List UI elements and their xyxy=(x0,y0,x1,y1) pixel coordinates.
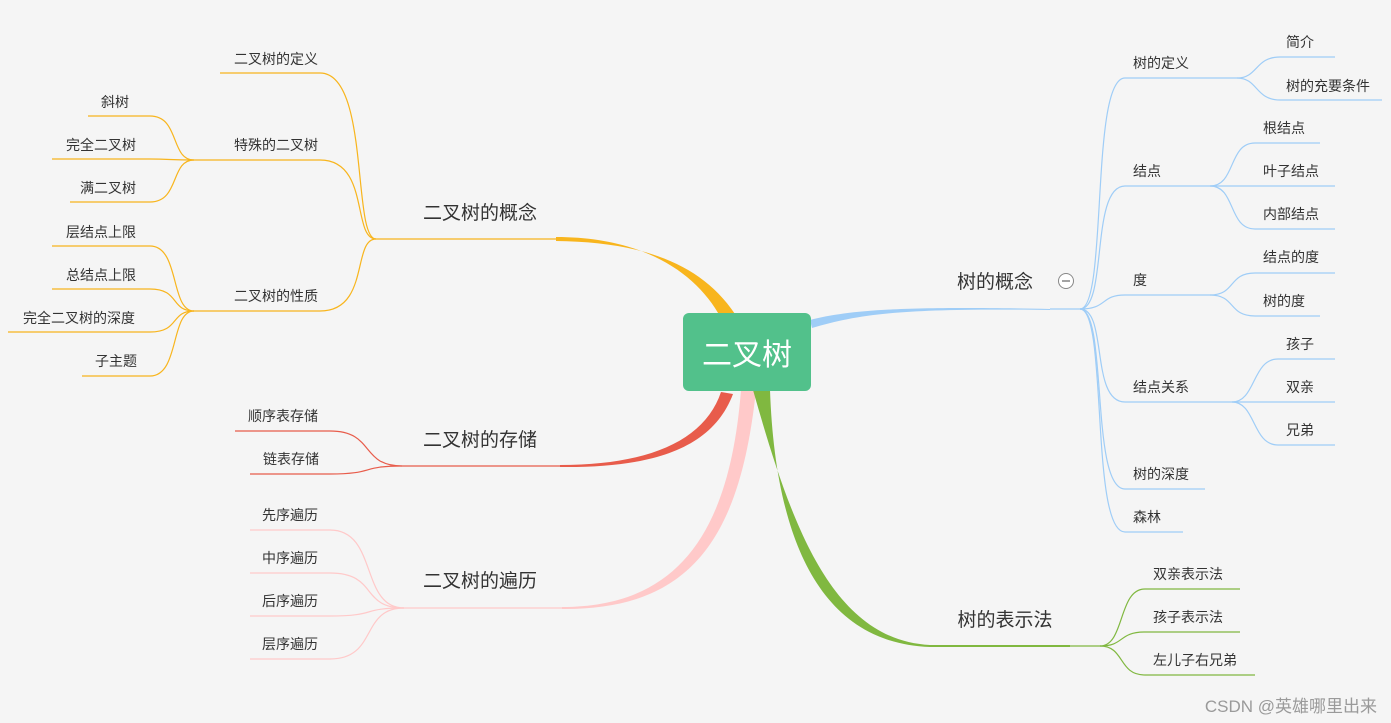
node-complete-binary-tree[interactable]: 完全二叉树 xyxy=(66,137,136,153)
node-sibling[interactable]: 兄弟 xyxy=(1286,422,1314,438)
branch-binary-tree-storage[interactable]: 二叉树的存储 xyxy=(423,429,537,451)
node-binary-tree-definition[interactable]: 二叉树的定义 xyxy=(234,51,318,67)
node-root-node[interactable]: 根结点 xyxy=(1263,120,1305,136)
node-degree[interactable]: 度 xyxy=(1133,272,1147,288)
node-full-binary-tree[interactable]: 满二叉树 xyxy=(80,180,136,196)
node-leaf-node[interactable]: 叶子结点 xyxy=(1263,163,1319,179)
main-branch-yellow xyxy=(556,237,735,318)
node-skewed-tree[interactable]: 斜树 xyxy=(101,94,129,110)
node-parent-representation[interactable]: 双亲表示法 xyxy=(1153,566,1223,582)
collapse-minus-icon[interactable] xyxy=(1058,273,1074,289)
node-node-degree[interactable]: 结点的度 xyxy=(1263,249,1319,265)
node-tree-degree[interactable]: 树的度 xyxy=(1263,293,1305,309)
node-nodes[interactable]: 结点 xyxy=(1133,163,1161,179)
node-linked-storage[interactable]: 链表存储 xyxy=(263,451,319,467)
node-preorder[interactable]: 先序遍历 xyxy=(262,507,318,523)
node-child[interactable]: 孩子 xyxy=(1286,336,1314,352)
watermark: CSDN @英雄哪里出来 xyxy=(1204,697,1377,716)
node-level-node-limit[interactable]: 层结点上限 xyxy=(66,224,136,240)
node-node-relations[interactable]: 结点关系 xyxy=(1133,379,1189,395)
node-complete-tree-depth[interactable]: 完全二叉树的深度 xyxy=(23,310,135,326)
node-postorder[interactable]: 后序遍历 xyxy=(262,593,318,609)
node-tree-definition[interactable]: 树的定义 xyxy=(1133,55,1189,71)
node-binary-tree-properties[interactable]: 二叉树的性质 xyxy=(234,288,318,304)
node-left-child-right-sibling[interactable]: 左儿子右兄弟 xyxy=(1153,652,1237,668)
branch-tree-concept[interactable]: 树的概念 xyxy=(957,270,1033,293)
node-intro[interactable]: 简介 xyxy=(1286,34,1314,50)
node-special-binary-tree[interactable]: 特殊的二叉树 xyxy=(234,137,318,153)
root-node-label: 二叉树 xyxy=(702,339,792,372)
branch-tree-representation[interactable]: 树的表示法 xyxy=(957,609,1052,631)
node-sequential-storage[interactable]: 顺序表存储 xyxy=(248,408,318,424)
main-branch-green xyxy=(753,390,1070,647)
node-parent[interactable]: 双亲 xyxy=(1286,379,1314,395)
node-internal-node[interactable]: 内部结点 xyxy=(1263,206,1319,222)
root-node[interactable]: 二叉树 xyxy=(683,313,811,391)
node-tree-conditions[interactable]: 树的充要条件 xyxy=(1286,78,1370,94)
branch-binary-tree-traversal[interactable]: 二叉树的遍历 xyxy=(423,570,537,592)
main-branch-pink xyxy=(562,390,756,610)
main-branch-red xyxy=(560,392,733,468)
branch-binary-tree-concept[interactable]: 二叉树的概念 xyxy=(423,201,537,224)
node-forest[interactable]: 森林 xyxy=(1133,509,1161,525)
node-child-representation[interactable]: 孩子表示法 xyxy=(1153,609,1223,625)
node-tree-depth[interactable]: 树的深度 xyxy=(1133,466,1189,482)
node-subtopic[interactable]: 子主题 xyxy=(95,353,137,369)
node-inorder[interactable]: 中序遍历 xyxy=(262,550,318,566)
node-levelorder[interactable]: 层序遍历 xyxy=(262,636,318,652)
main-branch-blue xyxy=(810,308,1050,328)
node-total-node-limit[interactable]: 总结点上限 xyxy=(66,267,136,283)
